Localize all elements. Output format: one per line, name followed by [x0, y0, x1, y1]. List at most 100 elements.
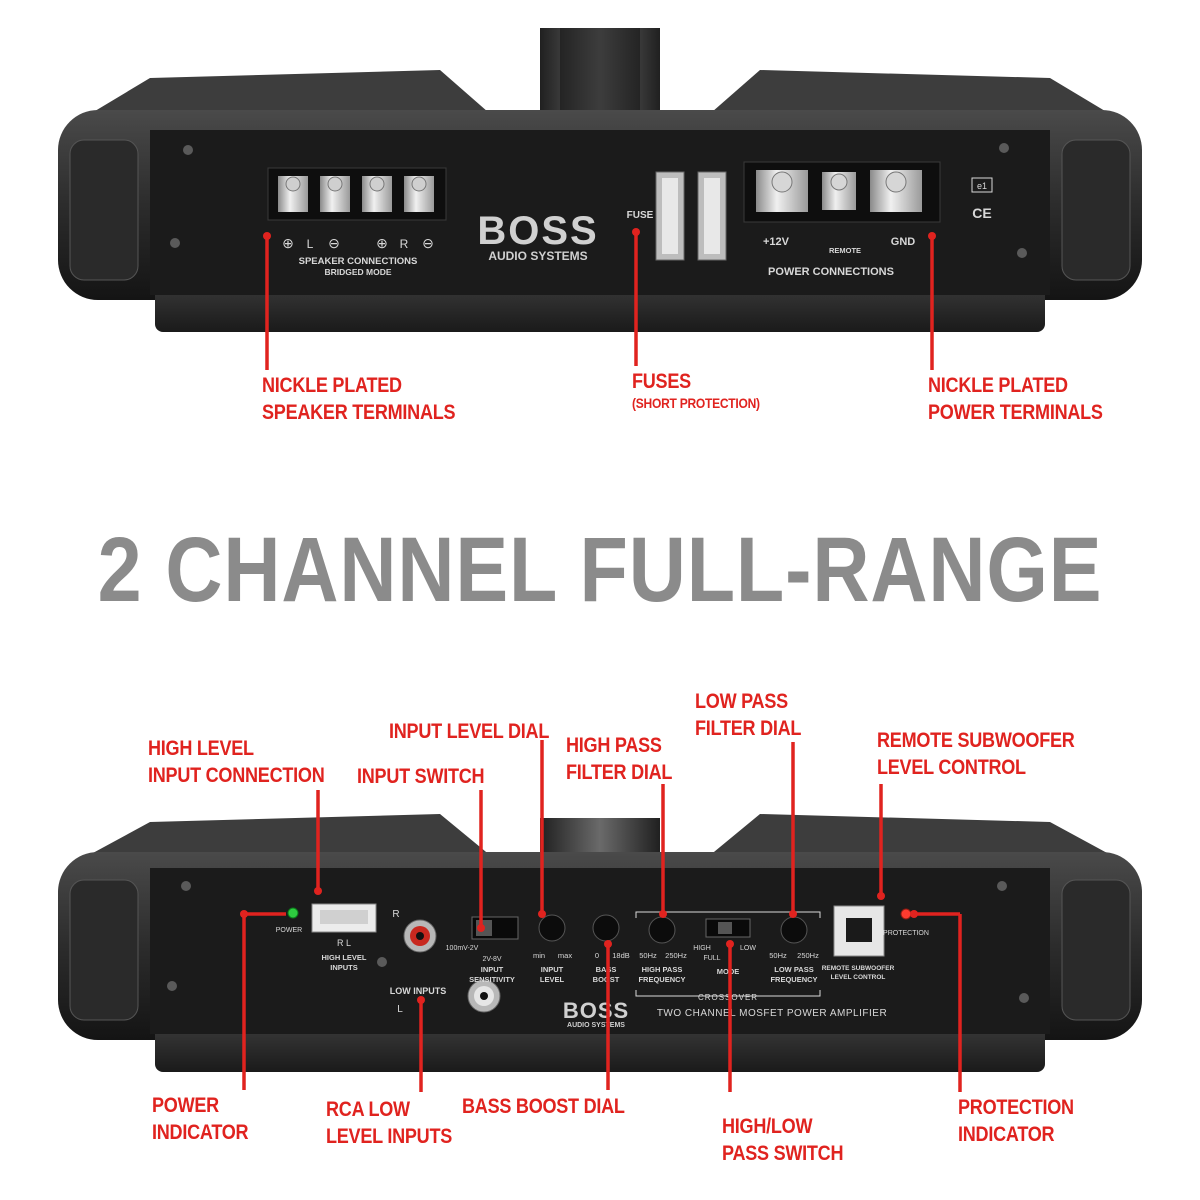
- high-level-caption-2: INPUTS: [330, 963, 358, 972]
- power-caption: POWER CONNECTIONS: [768, 266, 894, 278]
- bass-caption-1: BASS: [596, 965, 617, 974]
- power-gnd-label: GND: [891, 236, 916, 248]
- mode-high: HIGH: [693, 945, 711, 952]
- callout-line: POWER TERMINALS: [928, 401, 1103, 424]
- callout-protection-indicator: PROTECTION INDICATOR: [958, 1094, 1074, 1148]
- high-level-caption-1: HIGH LEVEL: [321, 953, 366, 962]
- mode-full: FULL: [703, 955, 720, 962]
- input-level-caption-1: INPUT: [541, 965, 564, 974]
- callout-fuses: FUSES (SHORT PROTECTION): [632, 368, 760, 411]
- speaker-terminal-block: [267, 167, 447, 221]
- callout-input-level-dial: INPUT LEVEL DIAL: [389, 718, 549, 745]
- callout-line: POWER: [152, 1094, 219, 1117]
- callout-line: LEVEL INPUTS: [326, 1125, 453, 1148]
- lp-caption-1: LOW PASS: [774, 965, 813, 974]
- cert-ce-mark: CE: [972, 205, 991, 221]
- callout-hl-pass-switch: HIGH/LOW PASS SWITCH: [722, 1113, 844, 1167]
- remote-caption-2: LEVEL CONTROL: [831, 974, 886, 981]
- hp-caption-2: FREQUENCY: [638, 975, 685, 984]
- bass-caption-2: BOOST: [593, 975, 620, 984]
- power-terminal-block: [743, 161, 941, 223]
- callout-line: LEVEL CONTROL: [877, 756, 1026, 779]
- callout-subline: (SHORT PROTECTION): [632, 395, 760, 411]
- input-level-caption-2: LEVEL: [540, 975, 565, 984]
- bass-0: 0: [595, 951, 599, 960]
- bottom-leader-lines: [240, 740, 962, 1092]
- power-12v-label: +12V: [763, 236, 790, 248]
- callout-high-pass-dial: HIGH PASS FILTER DIAL: [566, 732, 672, 786]
- callout-line: HIGH LEVEL: [148, 737, 254, 760]
- callout-line: NICKLE PLATED: [262, 374, 402, 397]
- top-brand-sub: AUDIO SYSTEMS: [488, 249, 587, 263]
- input-max: max: [558, 951, 572, 960]
- bass-18: 18dB: [612, 951, 630, 960]
- power-remote-label: REMOTE: [829, 246, 861, 255]
- fuse-label: FUSE: [627, 210, 654, 221]
- sens-low-label: 100mV-2V: [446, 945, 479, 952]
- callout-line: BASS BOOST DIAL: [462, 1095, 625, 1118]
- sens-high-label: 2V-8V: [482, 956, 501, 963]
- callout-bass-boost-dial: BASS BOOST DIAL: [462, 1093, 625, 1120]
- model-text: TWO CHANNEL MOSFET POWER AMPLIFIER: [657, 1008, 887, 1019]
- hp-50: 50Hz: [639, 951, 657, 960]
- speaker-polarity-1: ⊕: [282, 235, 294, 251]
- callout-line: NICKLE PLATED: [928, 374, 1068, 397]
- mode-low: LOW: [740, 945, 756, 952]
- speaker-polarity-4: ⊕: [376, 235, 388, 251]
- top-amplifier: ⊕ L ⊖ ⊕ R ⊖ SPEAKER CONNECTIONS BRIDGED …: [58, 28, 1142, 332]
- callout-line: INPUT CONNECTION: [148, 764, 325, 787]
- sens-caption-1: INPUT: [481, 965, 504, 974]
- speaker-polarity-5: R: [400, 237, 409, 251]
- mode-caption: MODE: [717, 967, 740, 976]
- callout-line: INDICATOR: [958, 1123, 1055, 1146]
- callout-input-switch: INPUT SWITCH: [357, 763, 485, 790]
- callout-line: HIGH/LOW: [722, 1115, 813, 1138]
- callout-high-level-input: HIGH LEVEL INPUT CONNECTION: [148, 735, 325, 789]
- callout-line: FILTER DIAL: [695, 717, 802, 740]
- hp-caption-1: HIGH PASS: [642, 965, 683, 974]
- bottom-brand-sub: AUDIO SYSTEMS: [567, 1022, 625, 1029]
- bottom-brand-logo: BOSS: [563, 998, 629, 1023]
- callout-line: FUSES: [632, 370, 691, 393]
- power-led-label: POWER: [276, 927, 302, 934]
- remote-caption-1: REMOTE SUBWOOFER: [822, 965, 895, 972]
- callout-remote-sub: REMOTE SUBWOOFER LEVEL CONTROL: [877, 727, 1075, 781]
- bridged-caption: BRIDGED MODE: [324, 267, 391, 277]
- lp-250: 250Hz: [797, 951, 819, 960]
- callout-speaker-terminals: NICKLE PLATED SPEAKER TERMINALS: [262, 372, 456, 426]
- protection-led-label: PROTECTION: [883, 930, 929, 937]
- input-level-knob: [538, 914, 566, 942]
- callout-power-terminals: NICKLE PLATED POWER TERMINALS: [928, 372, 1103, 426]
- lp-caption-2: FREQUENCY: [770, 975, 817, 984]
- high-pass-knob: [648, 916, 676, 944]
- headline: 2 CHANNEL FULL-RANGE: [97, 519, 1103, 621]
- callout-line: PASS SWITCH: [722, 1142, 844, 1165]
- bottom-foot: [155, 1024, 1045, 1072]
- cert-e-mark: e1: [977, 181, 987, 191]
- speaker-polarity-6: ⊖: [422, 235, 434, 251]
- high-level-pins: R L: [337, 938, 351, 948]
- bottom-panel: [150, 868, 1050, 1034]
- callout-line: INDICATOR: [152, 1121, 249, 1144]
- callout-line: HIGH PASS: [566, 734, 662, 757]
- speaker-polarity-3: ⊖: [328, 235, 340, 251]
- low-inputs-label: LOW INPUTS: [390, 986, 447, 996]
- callout-line: PROTECTION: [958, 1096, 1074, 1119]
- rca-r-label: R: [392, 909, 399, 920]
- callout-power-indicator: POWER INDICATOR: [152, 1092, 249, 1146]
- crossover-label: CROSSOVER: [698, 993, 758, 1002]
- callout-line: SPEAKER TERMINALS: [262, 401, 456, 424]
- callout-line: INPUT SWITCH: [357, 765, 485, 788]
- bass-boost-knob: [592, 914, 620, 942]
- speaker-polarity-2: L: [307, 237, 314, 251]
- callout-low-pass-dial: LOW PASS FILTER DIAL: [695, 688, 801, 742]
- cert-e-box: [971, 177, 993, 193]
- input-min: min: [533, 951, 545, 960]
- callout-line: LOW PASS: [695, 690, 788, 713]
- protection-led: [900, 908, 912, 920]
- low-pass-knob: [780, 916, 808, 944]
- callout-line: FILTER DIAL: [566, 761, 673, 784]
- crossover-bracket: [635, 911, 821, 918]
